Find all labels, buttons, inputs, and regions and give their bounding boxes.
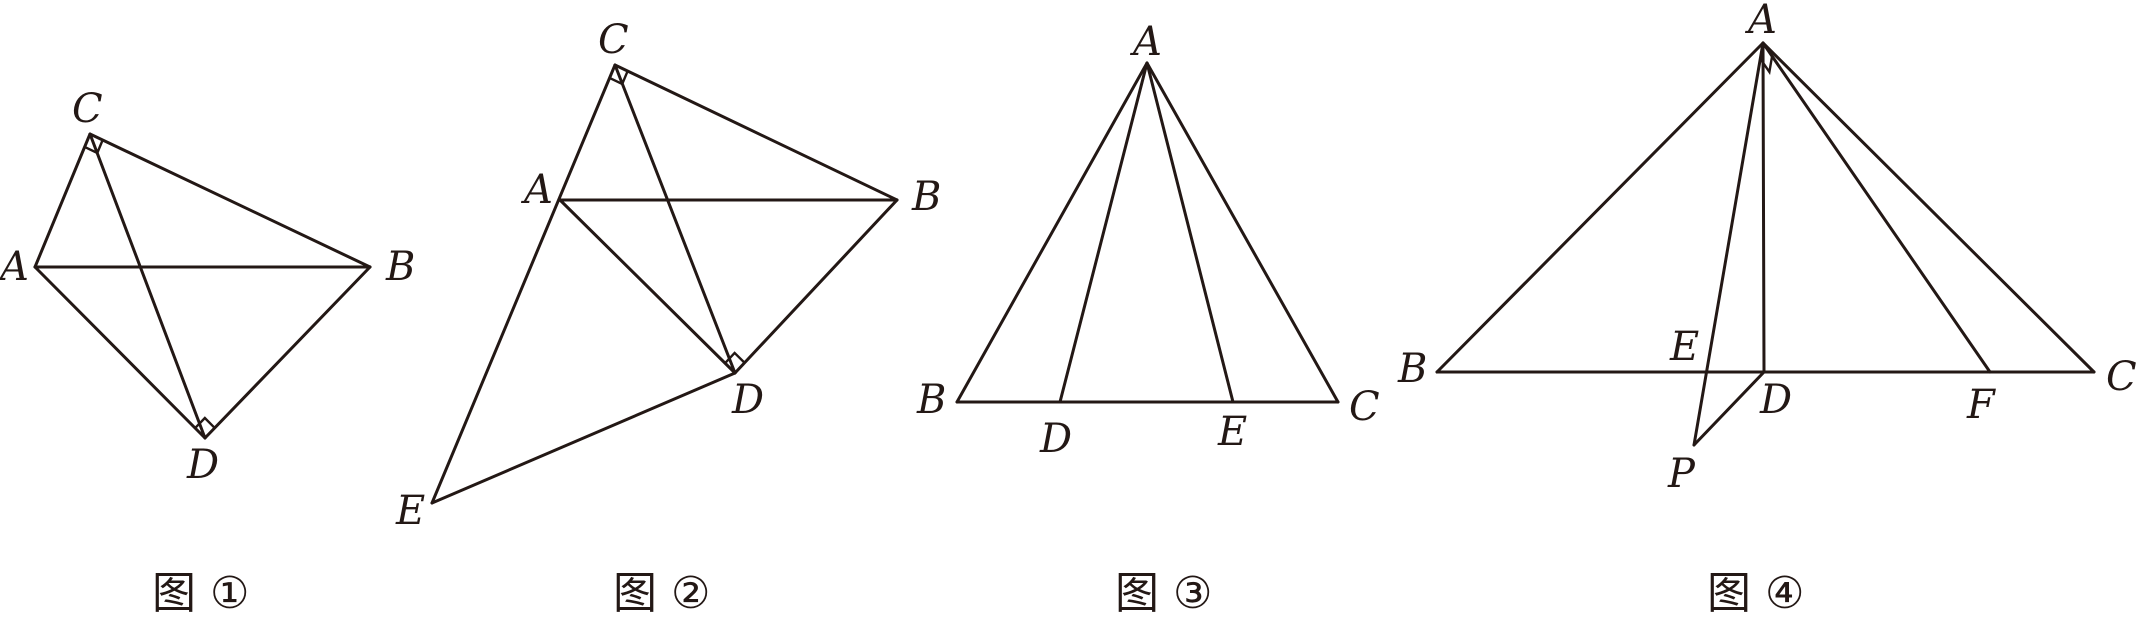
point-label-A: A	[1129, 19, 1162, 65]
segment-AC	[33, 132, 92, 269]
point-label-D: D	[186, 442, 219, 488]
point-label-D: D	[1759, 377, 1792, 423]
point-label-B: B	[385, 244, 415, 290]
segment-ED	[430, 371, 737, 505]
segment-AD	[1761, 41, 1766, 374]
segment-AE	[1145, 61, 1235, 404]
segment-CD	[88, 132, 207, 440]
figure-4: A B C D E F P 图 ④	[1397, 0, 2137, 619]
point-label-D: D	[731, 377, 764, 423]
point-label-C: C	[598, 17, 629, 63]
segment-PD	[1692, 370, 1766, 447]
right-angle-mark-C	[609, 70, 629, 86]
segment-AP	[1692, 41, 1765, 447]
point-label-A: A	[520, 167, 553, 213]
right-angle-mark-D	[194, 416, 216, 429]
segment-AB	[955, 61, 1149, 404]
point-label-A: A	[0, 244, 29, 290]
segment-AF	[1761, 41, 1992, 374]
point-label-P: P	[1667, 451, 1696, 497]
point-label-F: F	[1966, 382, 1996, 428]
point-label-D: D	[1039, 416, 1072, 462]
point-label-E: E	[1217, 409, 1247, 455]
figure-caption: 图 ③	[1115, 568, 1212, 619]
right-angle-mark-D	[724, 351, 746, 364]
segment-AC	[1761, 41, 2096, 374]
segment-AC	[1145, 61, 1340, 404]
point-label-B: B	[1397, 346, 1427, 392]
point-label-A: A	[1744, 0, 1777, 43]
point-label-C: C	[1349, 384, 1380, 430]
figure-caption: 图 ②	[613, 568, 710, 619]
segment-BD	[203, 265, 372, 440]
segment-AD	[1058, 61, 1149, 404]
segment-CD	[613, 63, 737, 375]
figure-caption: 图 ①	[152, 568, 249, 619]
point-label-B: B	[916, 377, 946, 423]
segment-CE	[430, 63, 617, 505]
segment-CB	[88, 132, 372, 269]
point-label-C: C	[2106, 354, 2137, 400]
segment-BD	[733, 198, 899, 375]
figure-2: A B C D E 图 ②	[395, 17, 941, 619]
segment-AD	[33, 265, 207, 440]
point-label-C: C	[72, 86, 103, 132]
figure-caption: 图 ④	[1707, 568, 1804, 619]
point-label-E: E	[395, 488, 425, 534]
point-label-B: B	[911, 174, 941, 220]
right-angle-mark-A	[1759, 55, 1774, 76]
segment-AD	[558, 198, 737, 375]
point-label-E: E	[1669, 324, 1699, 370]
figure-3: A B C D E 图 ③	[916, 19, 1380, 619]
segment-AB	[1435, 41, 1765, 374]
figure-1: A B C D 图 ①	[0, 86, 415, 619]
segment-CB	[613, 63, 899, 202]
right-angle-mark-C	[84, 139, 104, 155]
